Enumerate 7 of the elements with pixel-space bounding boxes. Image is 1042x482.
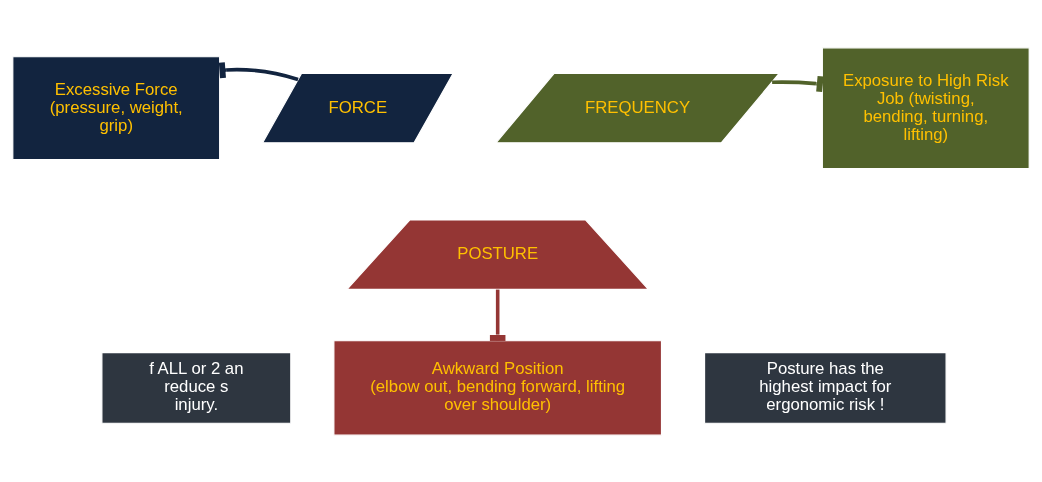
connector [772, 75, 824, 92]
node-box: Posture has the highest impact for ergonomic risk ! [703, 351, 947, 424]
node-box: Excessive Force (pressure, weight, grip) [12, 55, 221, 160]
node-box: f ALL or 2 an reduce s injury. [101, 351, 292, 424]
node-box: Exposure to High Risk Job (twisting, bending, turning, lifting) [821, 46, 1030, 169]
node-box: Awkward Position (elbow out, bending forward, lifting over shoulder) [333, 339, 663, 436]
connector [218, 61, 299, 81]
